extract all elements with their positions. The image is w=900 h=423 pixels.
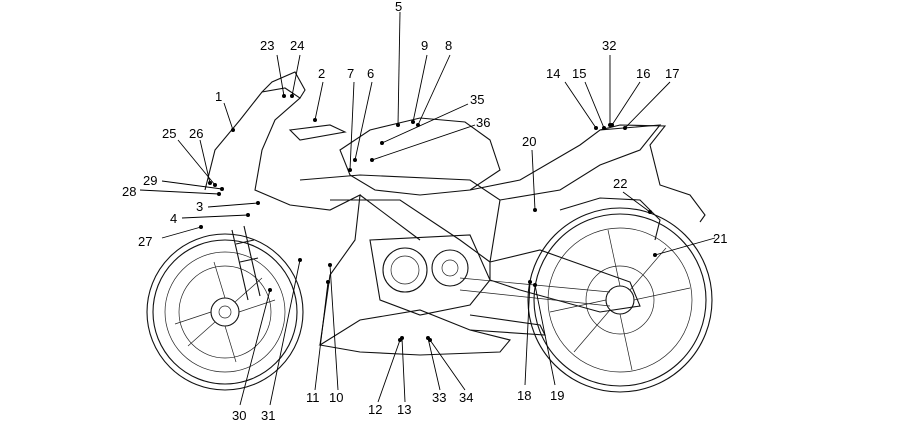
callout-28: 28 xyxy=(122,184,136,199)
motorcycle-illustration xyxy=(146,71,713,393)
callout-6: 6 xyxy=(367,66,374,81)
callout-15: 15 xyxy=(572,66,586,81)
front-fairing xyxy=(204,87,361,346)
callout-34: 34 xyxy=(459,390,473,405)
seat xyxy=(469,124,662,201)
frame xyxy=(299,174,501,263)
callout-36: 36 xyxy=(476,115,490,130)
callout-1: 1 xyxy=(215,89,222,104)
callout-11: 11 xyxy=(306,390,320,405)
callout-9: 9 xyxy=(421,38,428,53)
engine xyxy=(369,234,491,316)
swingarm xyxy=(489,249,641,313)
front-fork xyxy=(231,225,261,301)
callout-25: 25 xyxy=(162,126,176,141)
callout-3: 3 xyxy=(196,199,203,214)
rear-wheel xyxy=(527,207,713,393)
anchor-dots xyxy=(199,94,657,342)
callout-4: 4 xyxy=(170,211,177,226)
callout-5: 5 xyxy=(395,0,402,14)
callout-20: 20 xyxy=(522,134,536,149)
callout-30: 30 xyxy=(232,408,246,423)
belly-pan xyxy=(318,309,511,356)
callout-16: 16 xyxy=(636,66,650,81)
callout-35: 35 xyxy=(470,92,484,107)
callout-7: 7 xyxy=(347,66,354,81)
rear-hugger xyxy=(559,197,661,241)
callout-19: 19 xyxy=(550,388,564,403)
callout-32: 32 xyxy=(602,38,616,53)
fuel-tank xyxy=(339,117,501,196)
callout-2: 2 xyxy=(318,66,325,81)
callout-labels: 1 2 3 4 5 6 7 8 9 10 11 12 13 14 15 16 1… xyxy=(122,0,727,423)
callout-26: 26 xyxy=(189,126,203,141)
callout-22: 22 xyxy=(613,176,627,191)
callout-13: 13 xyxy=(397,402,411,417)
windscreen xyxy=(261,71,306,99)
callout-27: 27 xyxy=(138,234,152,249)
callout-8: 8 xyxy=(445,38,452,53)
callout-10: 10 xyxy=(329,390,343,405)
callout-33: 33 xyxy=(432,390,446,405)
tail-section xyxy=(599,124,706,223)
drive-chain xyxy=(459,277,611,307)
callout-24: 24 xyxy=(290,38,304,53)
callout-21: 21 xyxy=(713,231,727,246)
leader-lines xyxy=(139,11,716,406)
callout-18: 18 xyxy=(517,388,531,403)
callout-14: 14 xyxy=(546,66,560,81)
callout-12: 12 xyxy=(368,402,382,417)
callout-29: 29 xyxy=(143,173,157,188)
exhaust xyxy=(469,314,546,336)
handlebar xyxy=(288,124,347,141)
callout-31: 31 xyxy=(261,408,275,423)
front-wheel xyxy=(146,233,304,391)
callout-23: 23 xyxy=(260,38,274,53)
callout-17: 17 xyxy=(665,66,679,81)
